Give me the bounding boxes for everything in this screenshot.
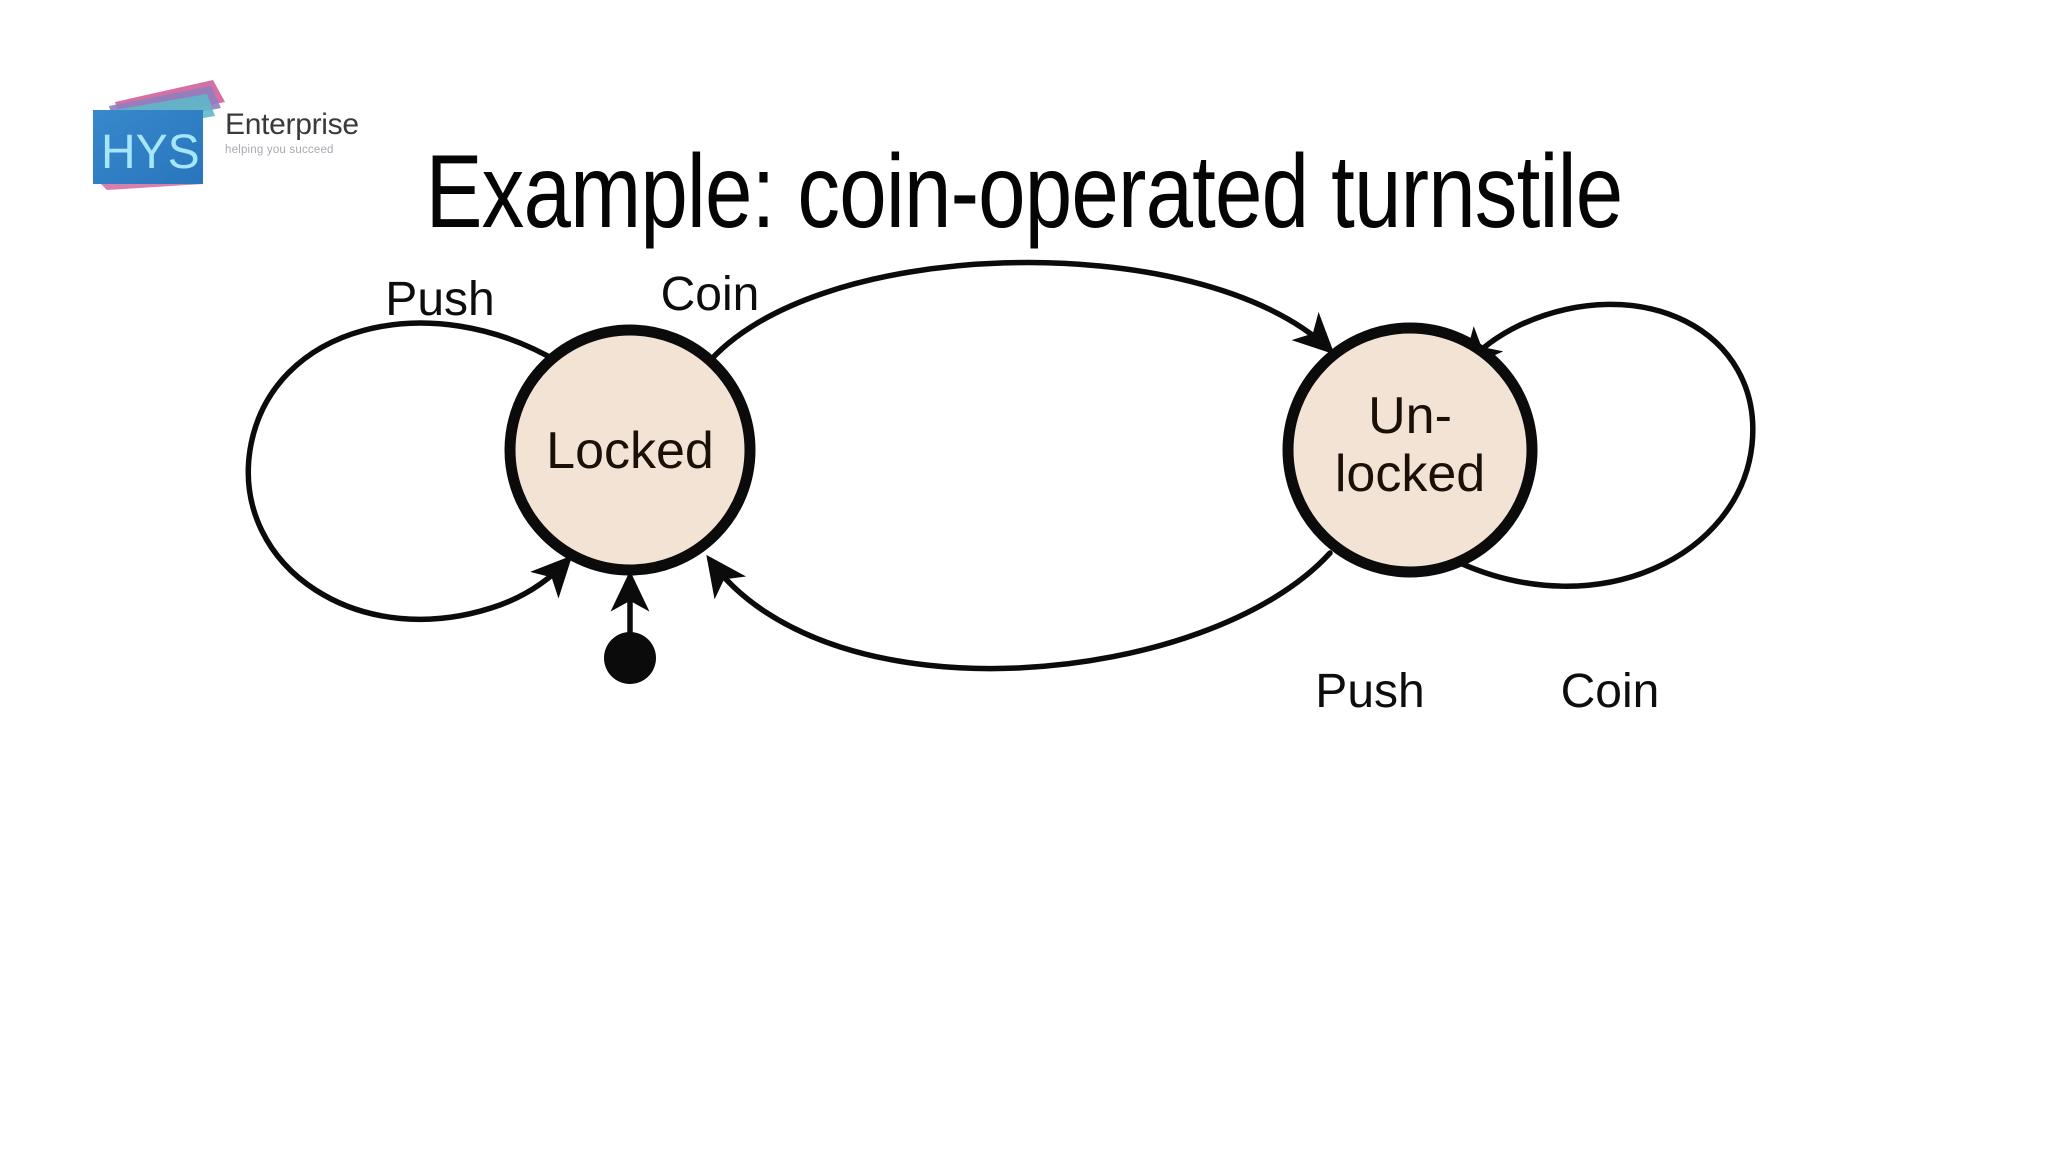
state-node-locked[interactable]: Locked: [504, 324, 756, 576]
logo-company-name: Enterprise: [225, 108, 359, 141]
transition-label-push-self: Push: [385, 273, 494, 326]
slide-title: Example: coin-operated turnstile: [425, 134, 1624, 250]
hys-enterprise-logo: HYS Enterprise helping you succeed: [85, 72, 385, 197]
transition-label-coin-self: Coin: [1561, 665, 1660, 718]
initial-state-transition: [604, 570, 656, 684]
logo-wordmark: Enterprise helping you succeed: [225, 108, 395, 157]
transition-label-push-back: Push: [1315, 665, 1424, 718]
state-label-unlocked-line1: Un-: [1368, 387, 1452, 445]
transition-path-push-back: [706, 550, 1333, 672]
transition-path-coin-forward: [697, 259, 1335, 376]
transition-label-coin-forward: Coin: [661, 268, 760, 321]
state-circle-unlocked[interactable]: [1282, 322, 1538, 578]
state-machine-diagram: Push Coin Push Coin: [0, 255, 2048, 895]
hys-logo-mark-icon: HYS: [93, 80, 225, 190]
transition-path-coin-self: [1457, 301, 1756, 589]
transition-unlocked-coin-self: Coin: [1457, 301, 1756, 718]
transition-locked-coin-unlocked: Coin: [661, 259, 1335, 376]
initial-state-marker-icon: [604, 632, 656, 684]
state-node-unlocked[interactable]: Un- locked: [1282, 322, 1538, 578]
transition-locked-push-self: Push: [245, 273, 573, 623]
state-label-unlocked-line2: locked: [1335, 445, 1485, 503]
hys-logo-mark-text: HYS: [101, 126, 200, 179]
transition-unlocked-push-locked: Push: [706, 550, 1425, 718]
transition-path-push-self: [245, 320, 573, 623]
logo-tagline: helping you succeed: [225, 144, 334, 156]
state-label-locked: Locked: [546, 422, 714, 480]
state-machine-svg: Push Coin Push Coin: [245, 259, 1756, 718]
state-circle-locked[interactable]: [504, 324, 756, 576]
